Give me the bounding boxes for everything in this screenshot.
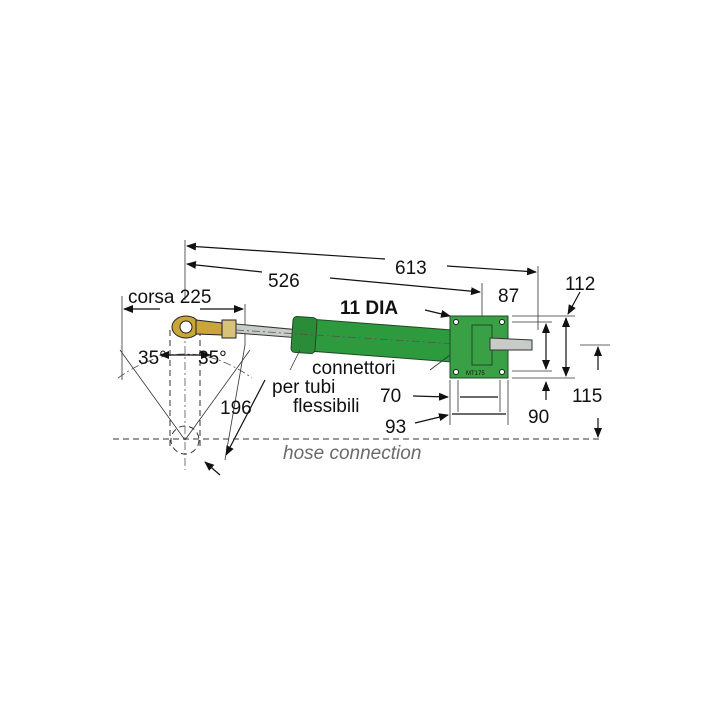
connectors-line3: flessibili <box>293 396 360 417</box>
dimension-base: 70 93 <box>380 380 509 438</box>
rod-end <box>171 315 237 339</box>
dimension-heights: 112 90 115 <box>512 274 610 438</box>
piston-rod <box>235 323 301 339</box>
dimension-613: 613 <box>184 240 539 330</box>
dim-87-label: 87 <box>498 286 519 307</box>
dimension-stroke: corsa 225 <box>121 287 246 380</box>
connectors-line2: per tubi <box>272 377 335 398</box>
radius-196-label: 196 <box>220 398 252 419</box>
model-plate: MT175 <box>466 371 485 377</box>
mount-block: MT175 <box>449 315 533 379</box>
hose-connection-label: hose connection <box>283 443 421 464</box>
cylinder-body <box>235 315 521 363</box>
port-size-label: 11 DIA <box>340 298 398 319</box>
height-115-label: 115 <box>572 386 602 407</box>
connectors-line1: connettori <box>312 358 395 379</box>
height-90-label: 90 <box>528 407 549 428</box>
connectors-callout: connettori per tubi flessibili <box>272 349 451 417</box>
angle-right-label: 35° <box>198 348 227 369</box>
base-70-label: 70 <box>380 386 401 407</box>
stroke-label: corsa 225 <box>128 287 211 308</box>
height-112-label: 112 <box>565 274 595 295</box>
dim-613-label: 613 <box>395 258 427 279</box>
dim-526-label: 526 <box>268 271 300 292</box>
base-93-label: 93 <box>385 417 406 438</box>
swing-geometry: 35° 35° 196 <box>117 330 266 476</box>
angle-left-label: 35° <box>138 348 167 369</box>
